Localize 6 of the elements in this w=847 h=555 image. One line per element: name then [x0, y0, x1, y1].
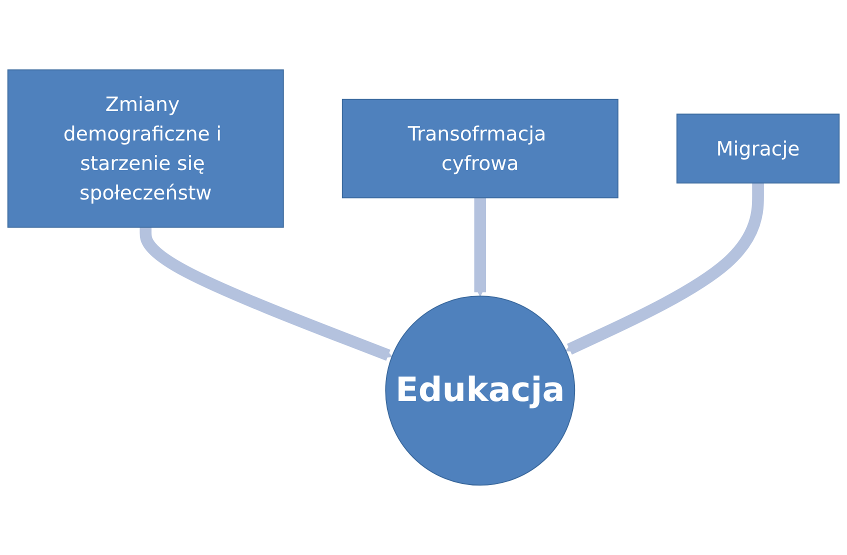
node-box: Migracje — [676, 114, 840, 184]
arrow — [565, 183, 764, 355]
node-box: Zmiany demograficzne i starzenie się społeczeństw — [7, 69, 284, 228]
node-circle: Edukacja — [385, 296, 576, 486]
arrow — [474, 198, 486, 297]
node-box: Transofrmacja cyfrowa — [342, 98, 618, 198]
